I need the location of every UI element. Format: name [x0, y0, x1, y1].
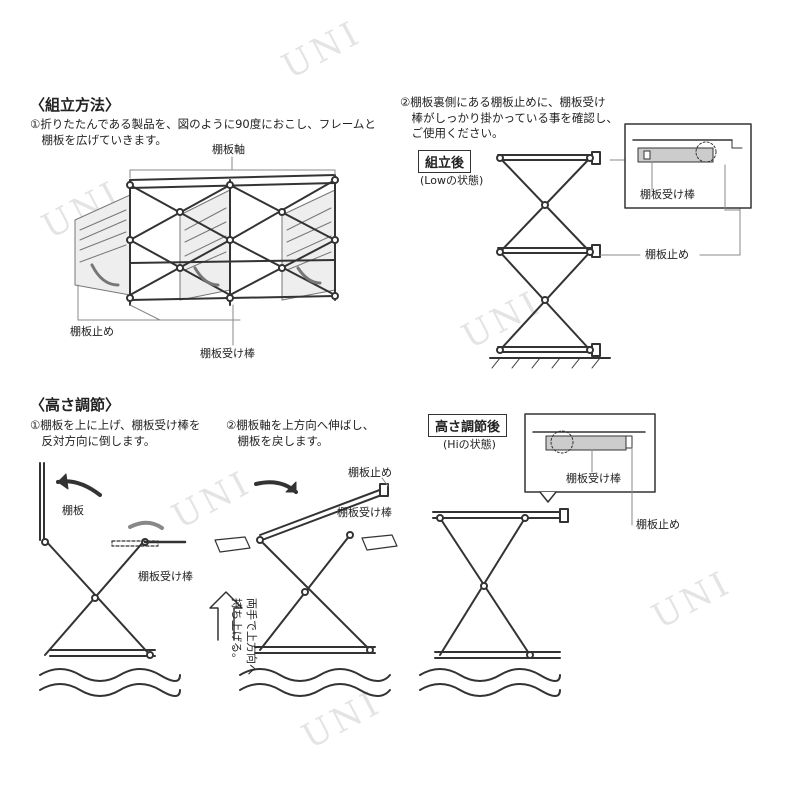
zoom-label-rod-hi: 棚板受け棒 [566, 472, 621, 485]
height-after-illustration [419, 413, 656, 697]
label-stopper-hi: 棚板止め [636, 518, 680, 531]
assembly-illustration [74, 156, 339, 346]
label-shelf-stopper: 棚板止め [70, 325, 114, 338]
label-stopper-step2: 棚板止め [348, 466, 392, 479]
assembled-low-illustration [489, 123, 752, 369]
assembly-heading: 〈組立方法〉 [30, 96, 121, 114]
label-stopper-low: 棚板止め [645, 248, 689, 261]
height-step1-illustration [39, 462, 187, 697]
label-rod-step1: 棚板受け棒 [138, 570, 193, 583]
assembled-title-box: 組立後 [418, 150, 472, 173]
height-step1: ①棚板を上に上げ、棚板受け棒を 反対方向に倒します。 [30, 418, 201, 448]
assembly-step1: ①折りたたんである製品を、図のように90度におこし、フレームと 棚板を広げていき… [30, 117, 376, 147]
lift-instruction: 両手で上方向へ 持ち上げる。 [230, 598, 258, 675]
zoom-label-rod: 棚板受け棒 [640, 188, 695, 201]
height-after-title-box: 高さ調節後 [428, 414, 508, 437]
height-step2: ②棚板軸を上方向へ伸ばし、 棚板を戻します。 [226, 418, 375, 448]
label-shelf-shaft: 棚板軸 [212, 143, 245, 156]
height-after-state: (Hiの状態) [443, 438, 496, 451]
label-board: 棚板 [62, 504, 84, 517]
label-rod-step2: 棚板受け棒 [337, 506, 392, 519]
assembled-state: (Lowの状態) [420, 174, 484, 187]
height-heading: 〈高さ調節〉 [30, 396, 121, 414]
height-step2-illustration [209, 477, 398, 697]
assembled-step2: ②棚板裏側にある棚板止めに、棚板受け 棒がしっかり掛かっている事を確認し、 ご使… [400, 95, 618, 141]
label-shelf-rod: 棚板受け棒 [200, 347, 255, 360]
